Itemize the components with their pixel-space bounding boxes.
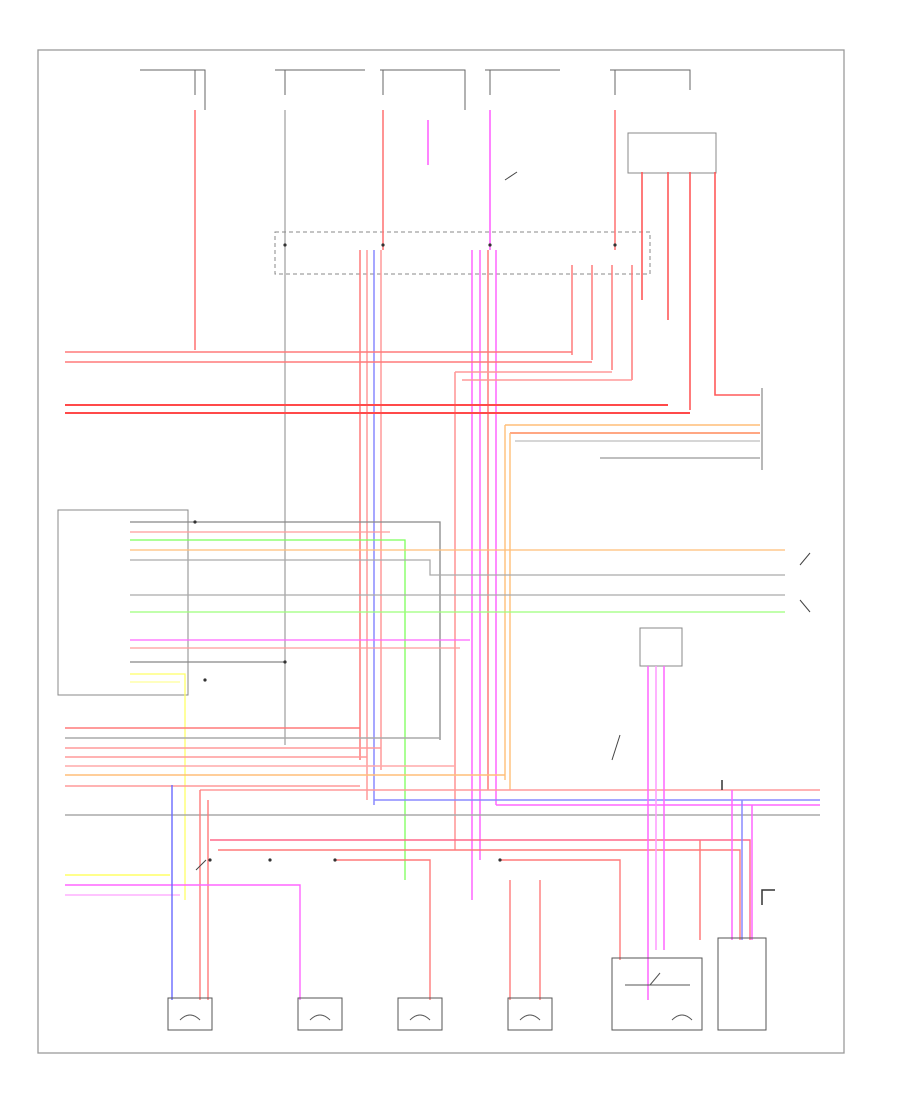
bulb-symbols [179, 972, 693, 1021]
diagram-frame [37, 49, 845, 1054]
switch-icon [625, 972, 690, 986]
bulb-box-4 [507, 997, 553, 1031]
top-connectors [274, 132, 717, 275]
lower-bus-lines [65, 727, 820, 1000]
ground-icon [799, 552, 811, 613]
module-output-wires [130, 521, 785, 900]
ground-icon [195, 859, 207, 871]
module-box-6 [717, 937, 767, 1031]
fuse-header-lines [140, 69, 691, 110]
red-bus-lines [65, 351, 690, 850]
junction-block [274, 231, 651, 275]
left-control-module [57, 509, 189, 696]
ground-icon [611, 734, 621, 761]
bulb-icon [179, 1014, 201, 1021]
ground-markers [195, 171, 811, 871]
bulb-box-1 [167, 997, 213, 1031]
bottom-right-feeds [699, 780, 775, 940]
bulb-icon [671, 1014, 693, 1021]
switch-box-5 [611, 957, 703, 1031]
bulb-icon [519, 1014, 541, 1021]
vertical-wires-top [194, 110, 760, 745]
bulb-icon [409, 1014, 431, 1021]
bulb-box-2 [297, 997, 343, 1031]
top-right-module [627, 132, 717, 174]
right-middle-module [639, 627, 683, 1000]
bulb-icon [309, 1014, 331, 1021]
junction-dots [193, 243, 617, 862]
junction-drops [359, 250, 633, 900]
right-connector [504, 388, 763, 790]
ground-icon [504, 171, 518, 181]
bottom-components [167, 937, 767, 1031]
bulb-box-3 [397, 997, 443, 1031]
